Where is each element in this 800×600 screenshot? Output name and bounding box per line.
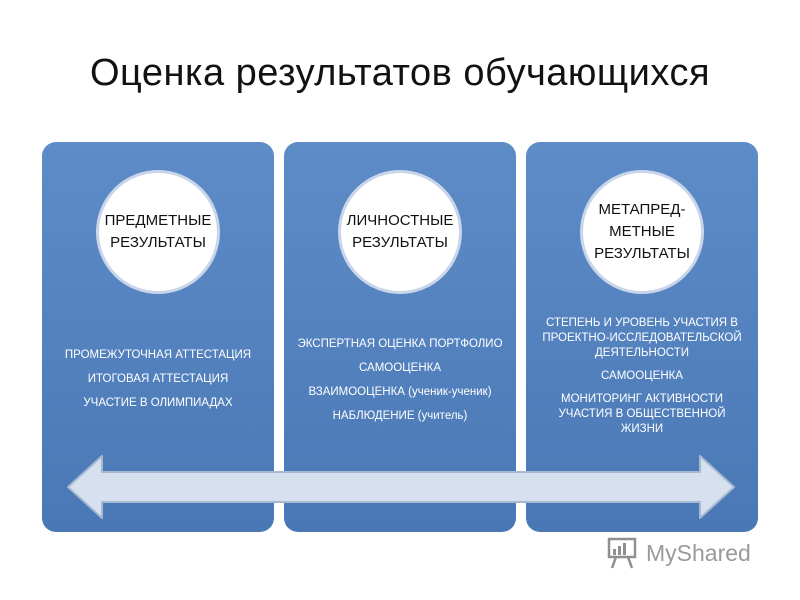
watermark: MyShared — [606, 536, 751, 570]
panel-metasubject-results: МЕТАПРЕД- МЕТНЫЕ РЕЗУЛЬТАТЫ СТЕПЕНЬ И УР… — [526, 142, 758, 532]
panel-subject-results: ПРЕДМЕТНЫЕ РЕЗУЛЬТАТЫ ПРОМЕЖУТОЧНАЯ АТТЕ… — [42, 142, 274, 532]
list-item: СТЕПЕНЬ И УРОВЕНЬ УЧАСТИЯ В ПРОЕКТНО-ИСС… — [542, 317, 742, 359]
double-arrow-icon — [67, 455, 735, 519]
list-item: УЧАСТИЕ В ОЛИМПИАДАХ — [83, 396, 233, 409]
presentation-board-icon — [607, 537, 637, 569]
list-item: ИТОГОВАЯ АТТЕСТАЦИЯ — [87, 372, 229, 385]
list-item: МОНИТОРИНГ АКТИВНОСТИ УЧАСТИЯ В ОБЩЕСТВЕ… — [558, 392, 726, 435]
subject-results-list: ПРОМЕЖУТОЧНАЯ АТТЕСТАЦИЯ ИТОГОВАЯ АТТЕСТ… — [52, 348, 264, 420]
personal-results-list: ЭКСПЕРТНАЯ ОЦЕНКА ПОРТФОЛИО САМООЦЕНКА В… — [294, 337, 506, 433]
list-item: НАБЛЮДЕНИЕ (учитель) — [332, 409, 468, 422]
subject-results-label: ПРЕДМЕТНЫЕ РЕЗУЛЬТАТЫ — [104, 212, 212, 251]
list-item: САМООЦЕНКА — [358, 361, 442, 374]
metasubject-results-list: СТЕПЕНЬ И УРОВЕНЬ УЧАСТИЯ В ПРОЕКТНО-ИСС… — [536, 316, 748, 445]
subject-results-circle: ПРЕДМЕТНЫЕ РЕЗУЛЬТАТЫ — [96, 170, 220, 294]
list-item: САМООЦЕНКА — [600, 369, 684, 382]
panel-personal-results: ЛИЧНОСТНЫЕ РЕЗУЛЬТАТЫ ЭКСПЕРТНАЯ ОЦЕНКА … — [284, 142, 516, 532]
metasubject-results-label: МЕТАПРЕД- МЕТНЫЕ РЕЗУЛЬТАТЫ — [594, 201, 690, 262]
personal-results-label: ЛИЧНОСТНЫЕ РЕЗУЛЬТАТЫ — [346, 212, 454, 251]
list-item: ЭКСПЕРТНАЯ ОЦЕНКА ПОРТФОЛИО — [297, 338, 503, 350]
page-title: Оценка результатов обучающихся — [89, 52, 711, 94]
watermark-text: MyShared — [646, 539, 751, 566]
list-item: ВЗАИМООЦЕНКА (ученик-ученик) — [308, 385, 492, 398]
personal-results-circle: ЛИЧНОСТНЫЕ РЕЗУЛЬТАТЫ — [338, 170, 462, 294]
list-item: ПРОМЕЖУТОЧНАЯ АТТЕСТАЦИЯ — [64, 349, 252, 361]
metasubject-results-circle: МЕТАПРЕД- МЕТНЫЕ РЕЗУЛЬТАТЫ — [580, 170, 704, 294]
